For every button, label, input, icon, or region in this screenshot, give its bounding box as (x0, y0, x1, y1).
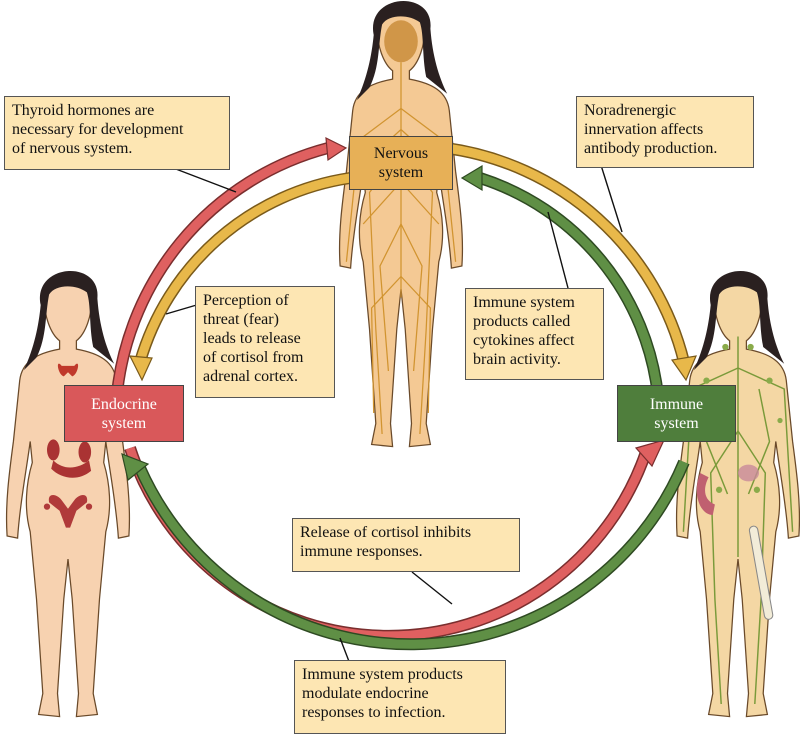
thyroid-note: Thyroid hormones are necessary for devel… (4, 96, 230, 170)
leader-line-immune-modulate (339, 637, 351, 665)
nervous-system-box: Nervous system (349, 136, 453, 190)
immune-modulate-note: Immune system products modulate endocrin… (294, 660, 506, 734)
leader-line-cortisol (411, 571, 453, 605)
endocrine-system-box: Endocrine system (64, 385, 184, 442)
cortisol-inhibits-note: Release of cortisol inhibits immune resp… (292, 518, 520, 572)
immune-to-endocrine-arrow (135, 460, 689, 649)
immune-to-nervous-arrow (478, 173, 663, 397)
immune-system-figure (675, 271, 800, 718)
cytokines-note: Immune system products called cytokines … (465, 288, 604, 380)
noradrenergic-note: Noradrenergic innervation affects antibo… (576, 96, 754, 168)
nervous-system-figure (338, 1, 464, 448)
nervous-system-label: Nervous system (373, 145, 429, 181)
immune-system-label: Immune system (649, 395, 704, 432)
endocrine-system-figure (5, 271, 131, 718)
nervous-to-immune-arrow (445, 143, 689, 364)
leader-line-thyroid (167, 165, 237, 193)
threat-note: Perception of threat (fear) leads to rel… (195, 286, 335, 398)
immune-system-box: Immune system (617, 385, 736, 442)
nervous-to-endocrine-arrow (135, 173, 351, 364)
endocrine-to-nervous-arrow (111, 143, 330, 406)
leader-line-noradrenergic (599, 161, 623, 233)
leader-line-threat (165, 303, 201, 315)
endocrine-system-label: Endocrine system (91, 395, 157, 432)
leader-line-cytokines (547, 211, 569, 289)
